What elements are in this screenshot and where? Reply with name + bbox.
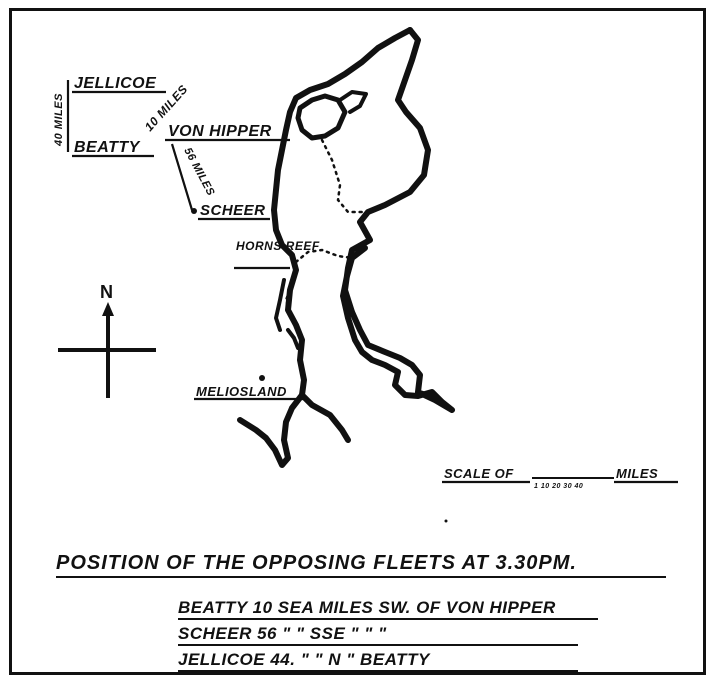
caption-line-scheer: SCHEER 56 " " SSE " " ": [178, 624, 578, 646]
label-beatty: BEATTY: [74, 139, 141, 156]
caption-line-jellicoe: JELLICOE 44. " " N " BEATTY: [178, 650, 578, 672]
border-dotted-north: [320, 138, 364, 214]
border-dotted-south: [294, 248, 354, 264]
caption-title: POSITION OF THE OPPOSING FLEETS AT 3.30P…: [56, 552, 666, 578]
scale-suffix-label: MILES: [616, 466, 658, 481]
coastline-sylt: [274, 278, 286, 332]
coastline-jutland: [340, 27, 455, 413]
coastline-west-jutland: [271, 27, 413, 443]
label-scheer: SCHEER: [200, 202, 266, 219]
scale-prefix-label: SCALE OF: [444, 466, 514, 481]
coastline-islands: [295, 93, 348, 141]
coastline-fjord: [338, 90, 368, 114]
fleet-dot-scheer: [191, 208, 197, 214]
coastline-schleswig: [237, 392, 305, 468]
fleet-line-hipper-scheer: [170, 143, 194, 211]
map-speck: [444, 519, 448, 523]
fleet-dot-melioisland: [259, 375, 265, 381]
label-jellicoe: JELLICOE: [74, 75, 157, 92]
compass-arrow-icon: [102, 302, 114, 316]
border-dotted-coast: [284, 288, 298, 324]
map-frame: [9, 8, 706, 675]
label-von-hipper: VON HIPPER: [168, 123, 272, 140]
coastline-isle-rom: [286, 328, 300, 350]
label-horns-reef: HORNS REEF: [236, 239, 320, 253]
scale-ticks-label: 1 10 20 30 40: [534, 483, 583, 490]
compass-north-label: N: [100, 282, 114, 302]
caption-line-beatty: BEATTY 10 SEA MILES SW. OF VON HIPPER: [178, 598, 598, 620]
label-40-miles: 40 MILES: [53, 93, 65, 147]
label-horns-reef-text: HORNS REEF: [236, 239, 320, 253]
label-melioisland: MELIOSLAND: [196, 384, 287, 399]
